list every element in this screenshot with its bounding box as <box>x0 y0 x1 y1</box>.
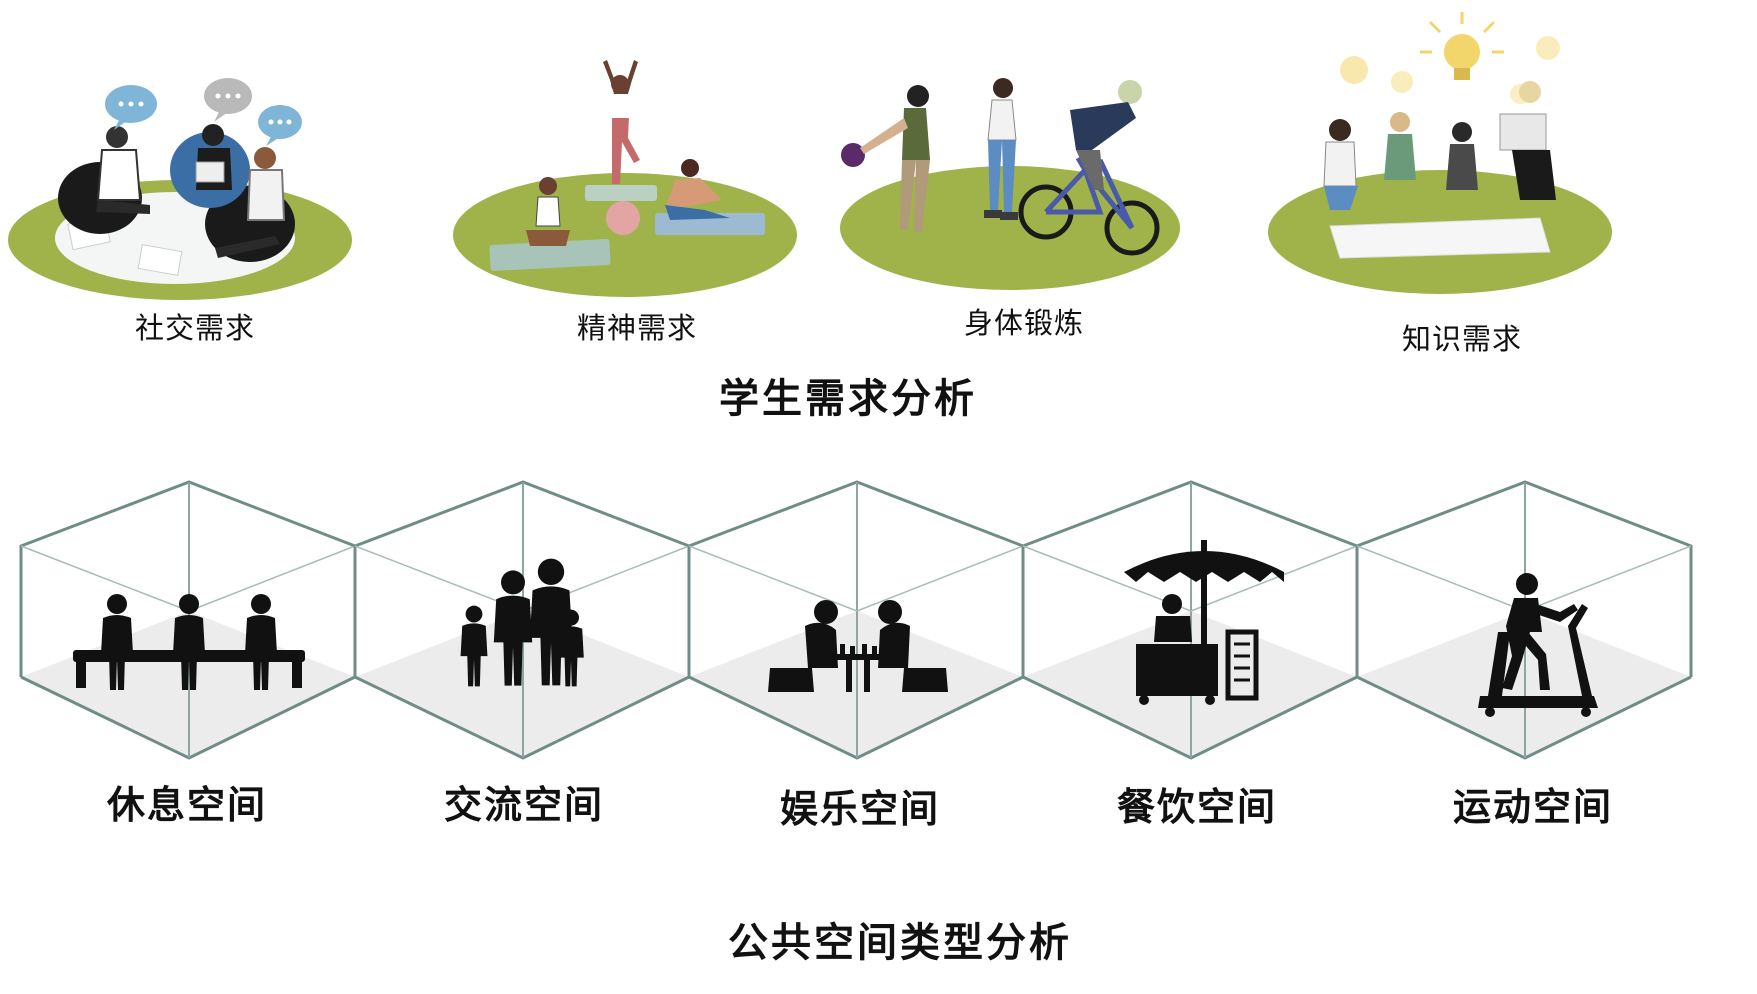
need-label-exercise: 身体锻炼 <box>963 306 1085 340</box>
need-label-social: 社交需求 <box>134 311 256 345</box>
knowledge-idea-icon <box>1268 12 1612 294</box>
space-label-rest: 休息空间 <box>106 783 268 827</box>
student-needs-title: 学生需求分析 <box>719 376 977 422</box>
social-discussion-icon <box>8 78 352 300</box>
public-spaces-title: 公共空间类型分析 <box>728 920 1072 966</box>
need-label-knowledge: 知识需求 <box>1401 322 1523 356</box>
yoga-meditation-icon <box>453 60 797 297</box>
need-label-spiritual: 精神需求 <box>576 311 698 345</box>
space-label-entertainment: 娱乐空间 <box>779 787 941 831</box>
food-stall-umbrella-icon <box>1124 540 1284 705</box>
space-label-communication: 交流空间 <box>443 783 605 827</box>
cube-entertainment <box>687 480 1025 760</box>
space-label-sports: 运动空间 <box>1452 785 1614 829</box>
chess-players-icon <box>768 600 948 692</box>
treadmill-runner-icon <box>1478 573 1598 717</box>
exercise-cycling-icon <box>840 78 1180 290</box>
space-label-dining: 餐饮空间 <box>1116 785 1278 829</box>
people-on-bench-icon <box>73 594 305 690</box>
